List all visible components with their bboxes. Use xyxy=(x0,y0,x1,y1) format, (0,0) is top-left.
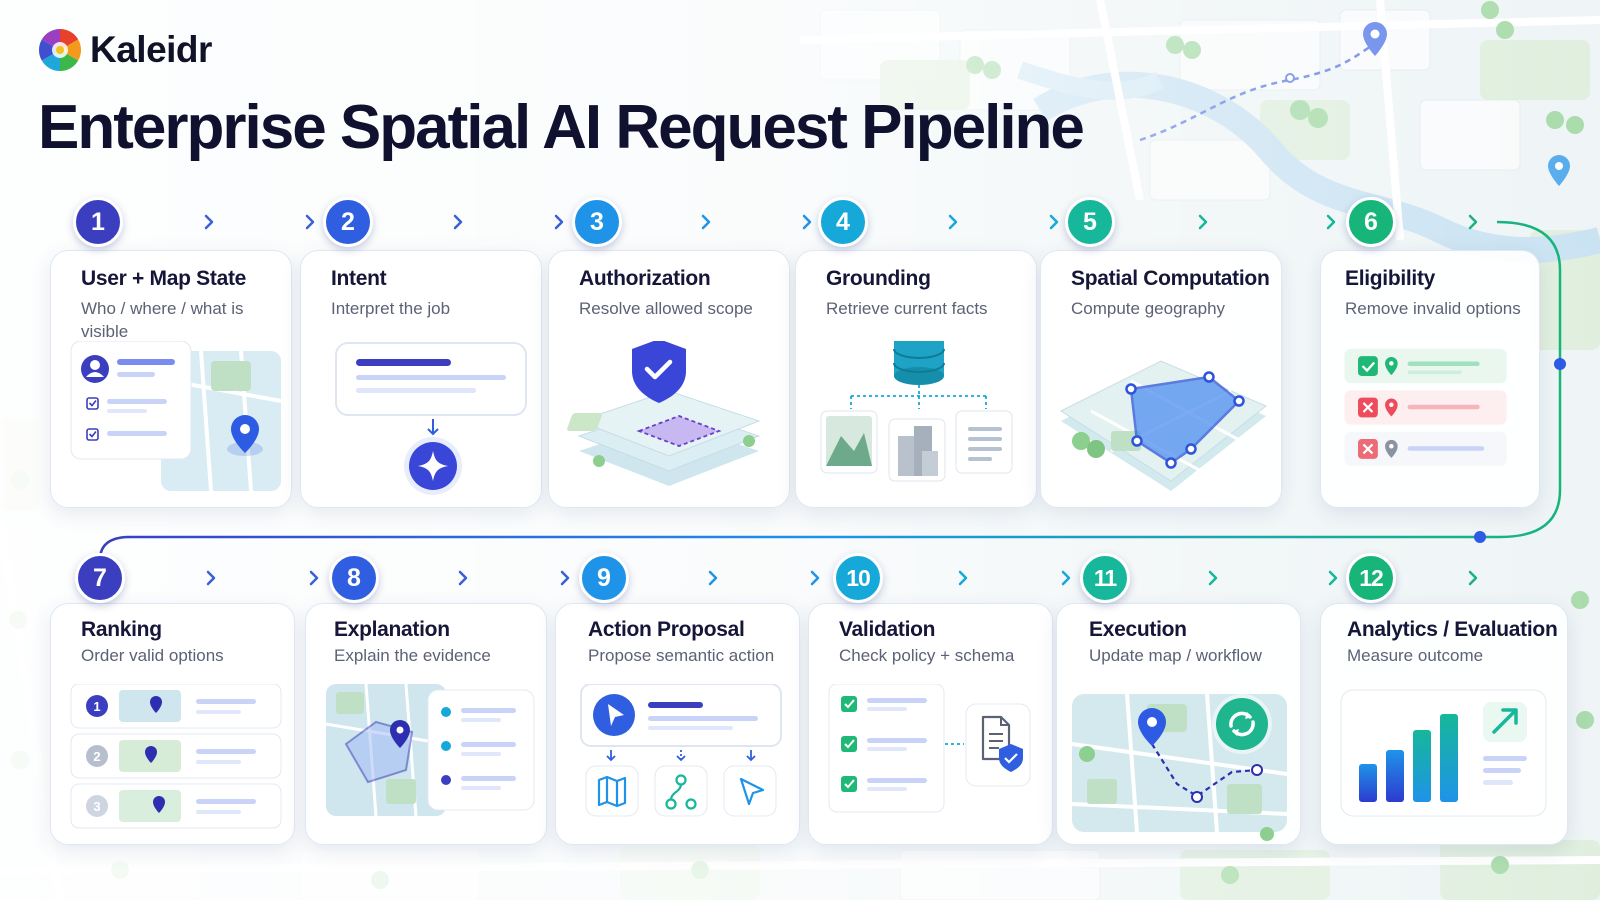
step-4-title: Grounding xyxy=(826,267,931,290)
step-6-title: Eligibility xyxy=(1345,267,1436,290)
step-5-subtitle: Compute geography xyxy=(1071,299,1226,318)
step-8-subtitle: Explain the evidence xyxy=(334,646,491,665)
step-11-card[interactable]: Execution Update map / workflow xyxy=(1056,603,1301,845)
step-2-title: Intent xyxy=(331,267,387,290)
database-icon xyxy=(820,341,1013,482)
refresh-icon xyxy=(1071,693,1288,841)
step-4-subtitle: Retrieve current facts xyxy=(826,299,988,318)
rank-label-1: 1 xyxy=(93,699,100,714)
step-8-title: Explanation xyxy=(334,618,450,641)
step-2-badge: 2 xyxy=(323,197,373,247)
rank-row-1 xyxy=(70,684,282,729)
step-11-badge: 11 xyxy=(1080,553,1130,603)
step-2-card[interactable]: Intent Interpret the job xyxy=(300,250,542,508)
rank-row-2 xyxy=(70,733,282,779)
step-8-badge: 8 xyxy=(329,553,379,603)
step-5-badge: 5 xyxy=(1065,197,1115,247)
bar-chart-trend-icon xyxy=(1340,689,1547,817)
rank-label-2: 2 xyxy=(93,749,100,764)
step-7-title: Ranking xyxy=(81,618,162,641)
step-9-subtitle: Propose semantic action xyxy=(588,646,775,665)
sparkle-icon xyxy=(335,342,527,495)
step-8-card[interactable]: Explanation Explain the evidence xyxy=(305,603,547,845)
ranked-list-icon: 1 2 3 xyxy=(70,684,282,829)
step-12-subtitle: Measure outcome xyxy=(1347,646,1484,665)
step-1-card[interactable]: User + Map State Who / where / what is v… xyxy=(50,250,292,508)
step-7-card[interactable]: Ranking Order valid options 1 2 xyxy=(50,603,295,845)
step-1-subtitle: Who / where / what is visible xyxy=(81,299,244,341)
step-12-card[interactable]: Analytics / Evaluation Measure outcome xyxy=(1320,603,1568,845)
step-6-subtitle: Remove invalid options xyxy=(1345,299,1521,318)
step-3-card[interactable]: Authorization Resolve allowed scope xyxy=(548,250,790,508)
step-5-title: Spatial Computation xyxy=(1071,267,1270,290)
page-title: Enterprise Spatial AI Request Pipeline xyxy=(38,93,1085,162)
step-4-card[interactable]: Grounding Retrieve current facts xyxy=(795,250,1037,508)
step-3-subtitle: Resolve allowed scope xyxy=(579,299,753,318)
map-polygon-icon xyxy=(325,684,535,817)
user-checklist-map-pin-icon xyxy=(70,341,282,492)
step-10-title: Validation xyxy=(839,618,936,641)
step-9-card[interactable]: Action Proposal Propose semantic action xyxy=(555,603,800,845)
step-6-badge: 6 xyxy=(1346,197,1396,247)
step-2-subtitle: Interpret the job xyxy=(331,299,451,318)
rank-row-3 xyxy=(70,783,282,829)
step-1-title: User + Map State xyxy=(81,267,247,290)
step-7-badge: 7 xyxy=(75,553,125,603)
polygon-icon xyxy=(1059,360,1267,491)
step-9-badge: 9 xyxy=(579,553,629,603)
step-4-badge: 4 xyxy=(818,197,868,247)
kaleidoscope-logo-icon xyxy=(38,28,82,71)
cursor-icon xyxy=(580,684,782,817)
rank-label-3: 3 xyxy=(93,799,100,814)
step-1-badge: 1 xyxy=(73,197,123,247)
brand-name: Kaleidr xyxy=(90,29,212,70)
step-11-title: Execution xyxy=(1089,618,1187,641)
step-11-subtitle: Update map / workflow xyxy=(1089,646,1262,665)
step-5-card[interactable]: Spatial Computation Compute geography xyxy=(1040,250,1282,508)
step-6-card[interactable]: Eligibility Remove invalid options xyxy=(1320,250,1540,508)
step-9-title: Action Proposal xyxy=(588,618,745,641)
document-shield-icon xyxy=(828,684,1031,813)
check-x-list-icon xyxy=(1344,348,1507,467)
step-10-badge: 10 xyxy=(833,553,883,603)
step-7-subtitle: Order valid options xyxy=(81,646,224,665)
step-10-subtitle: Check policy + schema xyxy=(839,646,1015,665)
step-10-card[interactable]: Validation Check policy + schema xyxy=(808,603,1053,845)
shield-check-icon xyxy=(567,341,761,486)
step-3-title: Authorization xyxy=(579,267,711,290)
step-3-badge: 3 xyxy=(572,197,622,247)
step-12-badge: 12 xyxy=(1346,553,1396,603)
brand-logo[interactable]: Kaleidr xyxy=(38,28,212,72)
step-12-title: Analytics / Evaluation xyxy=(1347,618,1558,641)
